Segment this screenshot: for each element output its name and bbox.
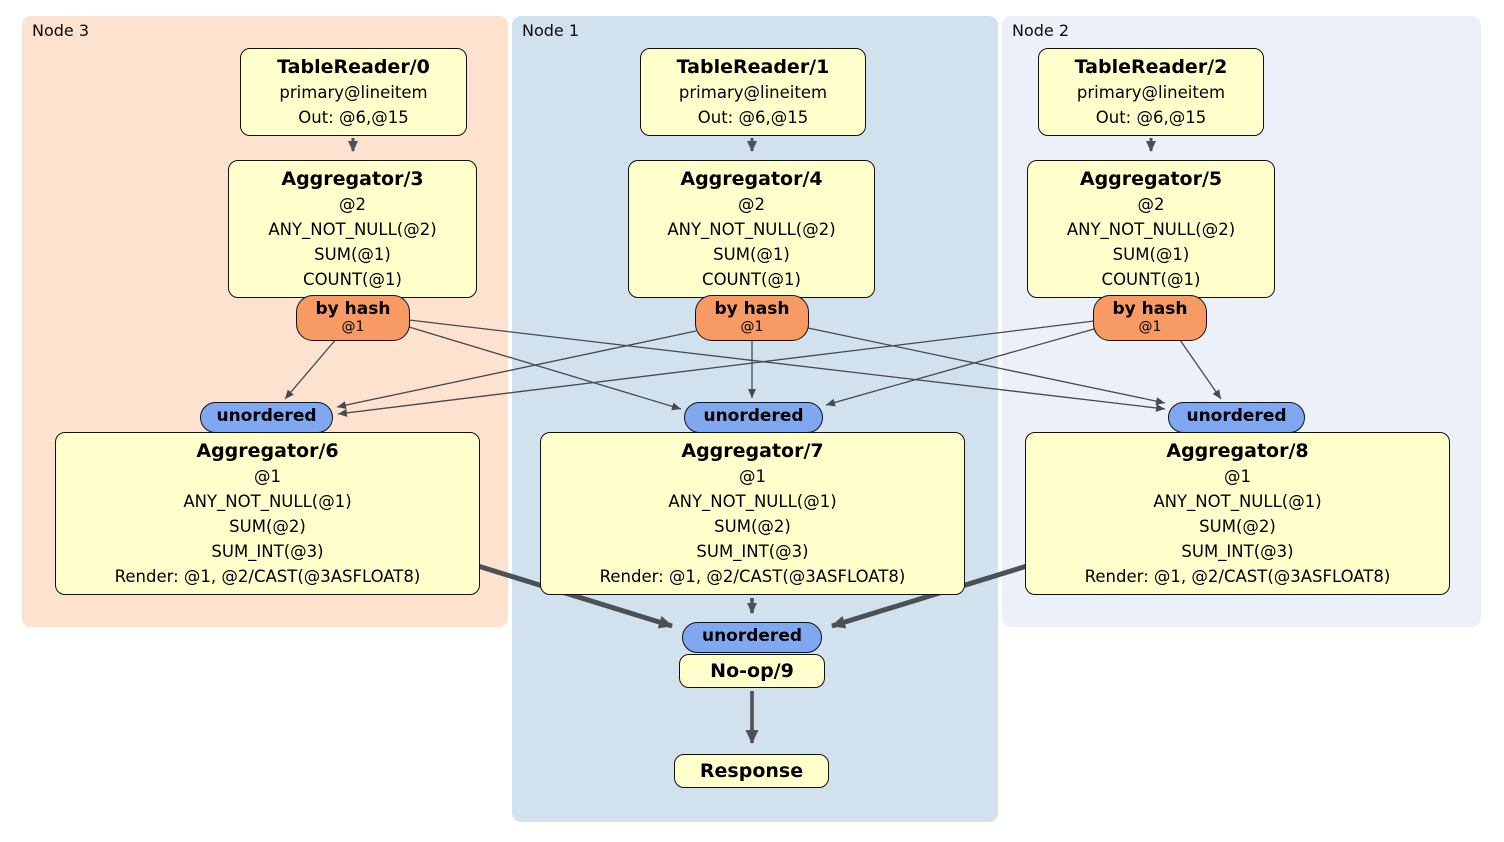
- node1-hash-router: by hash @1: [695, 295, 809, 341]
- aggregator8-fn-anynotnull: ANY_NOT_NULL(@1): [1153, 492, 1322, 511]
- aggregator5-title: Aggregator/5: [1079, 168, 1223, 190]
- aggregator4-title: Aggregator/4: [680, 168, 823, 190]
- final-unordered-sync: unordered: [682, 622, 822, 653]
- tablereader0-index: primary@lineitem: [279, 83, 428, 102]
- node2-region-label: Node 2: [1012, 21, 1070, 40]
- aggregator6-title: Aggregator/6: [196, 440, 339, 462]
- aggregator3-group-cols: @2: [339, 195, 366, 214]
- aggregator5-fn-anynotnull: ANY_NOT_NULL(@2): [1066, 220, 1236, 239]
- aggregator4-fn-count: COUNT(@1): [702, 270, 801, 289]
- noop-title: No-op/9: [710, 660, 794, 682]
- aggregator6-fn-anynotnull: ANY_NOT_NULL(@1): [183, 492, 352, 511]
- node3-hash-router: by hash @1: [296, 295, 410, 341]
- aggregator7-render: Render: @1, @2/CAST(@3ASFLOAT8): [599, 567, 906, 586]
- node3-hash-router-cols: @1: [341, 319, 365, 335]
- tablereader1-box: TableReader/1 primary@lineitem Out: @6,@…: [640, 48, 866, 136]
- node2-hash-router-cols: @1: [1138, 319, 1162, 335]
- noop-box: No-op/9: [679, 654, 825, 688]
- aggregator7-box: Aggregator/7 @1 ANY_NOT_NULL(@1) SUM(@2)…: [540, 432, 965, 595]
- aggregator7-group-cols: @1: [739, 467, 766, 486]
- node3-hash-router-label: by hash: [315, 299, 391, 319]
- node1-hash-router-cols: @1: [740, 319, 764, 335]
- node3-unordered-sync: unordered: [200, 402, 333, 433]
- edge-hash1-sync3: [336, 330, 697, 410]
- aggregator5-group-cols: @2: [1137, 195, 1165, 214]
- edge-hash3-sync2: [408, 319, 1166, 412]
- edge-hash3-sync1: [408, 326, 682, 411]
- aggregator8-fn-sum: SUM(@2): [1199, 517, 1276, 536]
- tablereader0-box: TableReader/0 primary@lineitem Out: @6,@…: [240, 48, 467, 136]
- edge-hash3-sync3: [284, 337, 338, 400]
- edge-aggregator8-finalsync: [831, 563, 1028, 629]
- tablereader2-index: primary@lineitem: [1076, 83, 1226, 102]
- aggregator3-title: Aggregator/3: [281, 168, 424, 190]
- node3-unordered-sync-label: unordered: [216, 406, 317, 426]
- response-title: Response: [699, 760, 804, 782]
- tablereader0-out: Out: @6,@15: [298, 108, 409, 127]
- node2-unordered-sync-label: unordered: [1186, 406, 1287, 426]
- aggregator8-box: Aggregator/8 @1 ANY_NOT_NULL(@1) SUM(@2)…: [1025, 432, 1450, 595]
- aggregator6-group-cols: @1: [254, 467, 281, 486]
- node1-unordered-sync-label: unordered: [703, 406, 804, 426]
- aggregator8-render: Render: @1, @2/CAST(@3ASFLOAT8): [1084, 567, 1391, 586]
- aggregator8-group-cols: @1: [1224, 467, 1251, 486]
- tablereader1-out: Out: @6,@15: [697, 108, 809, 127]
- aggregator4-box: Aggregator/4 @2 ANY_NOT_NULL(@2) SUM(@1)…: [628, 160, 875, 298]
- edge-hash1-sync2: [807, 327, 1166, 406]
- aggregator6-fn-sumint: SUM_INT(@3): [211, 542, 324, 561]
- aggregator5-box: Aggregator/5 @2 ANY_NOT_NULL(@2) SUM(@1)…: [1027, 160, 1275, 298]
- aggregator5-fn-count: COUNT(@1): [1101, 270, 1201, 289]
- aggregator5-fn-sum: SUM(@1): [1112, 245, 1190, 264]
- aggregator8-title: Aggregator/8: [1166, 440, 1309, 462]
- node2-unordered-sync: unordered: [1168, 402, 1305, 433]
- tablereader2-title: TableReader/2: [1074, 56, 1228, 78]
- aggregator8-fn-sumint: SUM_INT(@3): [1181, 542, 1294, 561]
- node2-hash-router-label: by hash: [1112, 299, 1188, 319]
- aggregator3-fn-sum: SUM(@1): [314, 245, 391, 264]
- edge-hash2-sync3: [337, 320, 1095, 417]
- aggregator4-fn-sum: SUM(@1): [713, 245, 790, 264]
- tablereader2-box: TableReader/2 primary@lineitem Out: @6,@…: [1038, 48, 1264, 136]
- aggregator4-fn-anynotnull: ANY_NOT_NULL(@2): [667, 220, 836, 239]
- aggregator7-fn-sumint: SUM_INT(@3): [696, 542, 809, 561]
- aggregator3-box: Aggregator/3 @2 ANY_NOT_NULL(@2) SUM(@1)…: [228, 160, 477, 298]
- aggregator7-fn-sum: SUM(@2): [714, 517, 791, 536]
- tablereader1-index: primary@lineitem: [678, 83, 828, 102]
- tablereader1-title: TableReader/1: [676, 56, 830, 78]
- aggregator6-fn-sum: SUM(@2): [229, 517, 306, 536]
- aggregator6-box: Aggregator/6 @1 ANY_NOT_NULL(@1) SUM(@2)…: [55, 432, 480, 595]
- aggregator6-render: Render: @1, @2/CAST(@3ASFLOAT8): [114, 567, 421, 586]
- response-box: Response: [674, 754, 829, 788]
- node3-region-label: Node 3: [32, 21, 90, 40]
- edge-hash2-sync2: [1179, 339, 1222, 400]
- tablereader0-title: TableReader/0: [277, 56, 430, 78]
- node1-region-label: Node 1: [522, 21, 580, 40]
- node1-hash-router-label: by hash: [714, 299, 790, 319]
- aggregator7-fn-anynotnull: ANY_NOT_NULL(@1): [668, 492, 837, 511]
- node2-hash-router: by hash @1: [1093, 295, 1207, 341]
- aggregator4-group-cols: @2: [738, 195, 765, 214]
- aggregator3-fn-anynotnull: ANY_NOT_NULL(@2): [268, 220, 437, 239]
- edge-hash2-sync1: [825, 328, 1095, 407]
- edge-aggregator6-finalsync: [477, 563, 673, 629]
- node1-unordered-sync: unordered: [684, 402, 823, 433]
- aggregator7-title: Aggregator/7: [681, 440, 824, 462]
- tablereader2-out: Out: @6,@15: [1095, 108, 1207, 127]
- final-unordered-sync-label: unordered: [701, 626, 803, 646]
- aggregator3-fn-count: COUNT(@1): [303, 270, 402, 289]
